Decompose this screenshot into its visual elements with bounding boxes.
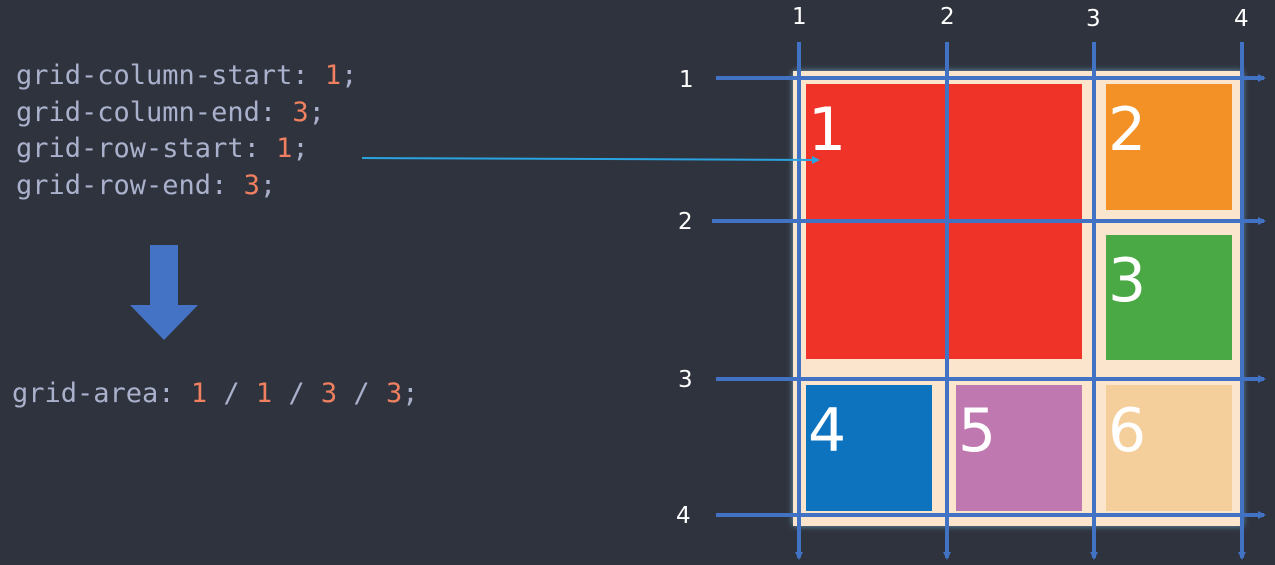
grid-item-5-label: 5	[958, 396, 997, 466]
row-line-label-2: 2	[678, 209, 693, 235]
grid-item-4: 4	[806, 385, 932, 511]
code-line-row-start: grid-row-start: 1;	[16, 133, 309, 164]
column-line-label-2: 2	[940, 4, 955, 30]
grid-item-4-label: 4	[808, 396, 847, 466]
grid-item-6-label: 6	[1108, 396, 1147, 466]
grid-item-2-label: 2	[1108, 95, 1147, 165]
column-line-label-1: 1	[792, 4, 807, 30]
row-line-label-1: 1	[679, 67, 694, 93]
grid-item-1-label: 1	[808, 95, 847, 165]
column-line-label-3: 3	[1086, 6, 1101, 32]
row-line-label-4: 4	[676, 503, 691, 529]
grid-item-2: 2	[1106, 84, 1232, 210]
down-arrow-icon	[130, 245, 198, 340]
row-line-label-3: 3	[678, 367, 693, 393]
code-block: grid-column-start: 1; grid-column-end: 3…	[16, 58, 357, 204]
grid-item-3: 3	[1106, 235, 1232, 360]
pointer-line	[361, 155, 820, 164]
column-line-label-4: 4	[1234, 6, 1249, 32]
grid-item-3-label: 3	[1108, 246, 1147, 316]
code-line-grid-area: grid-area: 1 / 1 / 3 / 3;	[12, 378, 419, 409]
grid-item-6: 6	[1106, 385, 1232, 511]
code-line-column-start: grid-column-start: 1;	[16, 60, 358, 91]
grid-item-5: 5	[956, 385, 1082, 511]
code-line-column-end: grid-column-end: 3;	[16, 96, 325, 128]
code-line-row-end: grid-row-end: 3;	[16, 169, 277, 201]
